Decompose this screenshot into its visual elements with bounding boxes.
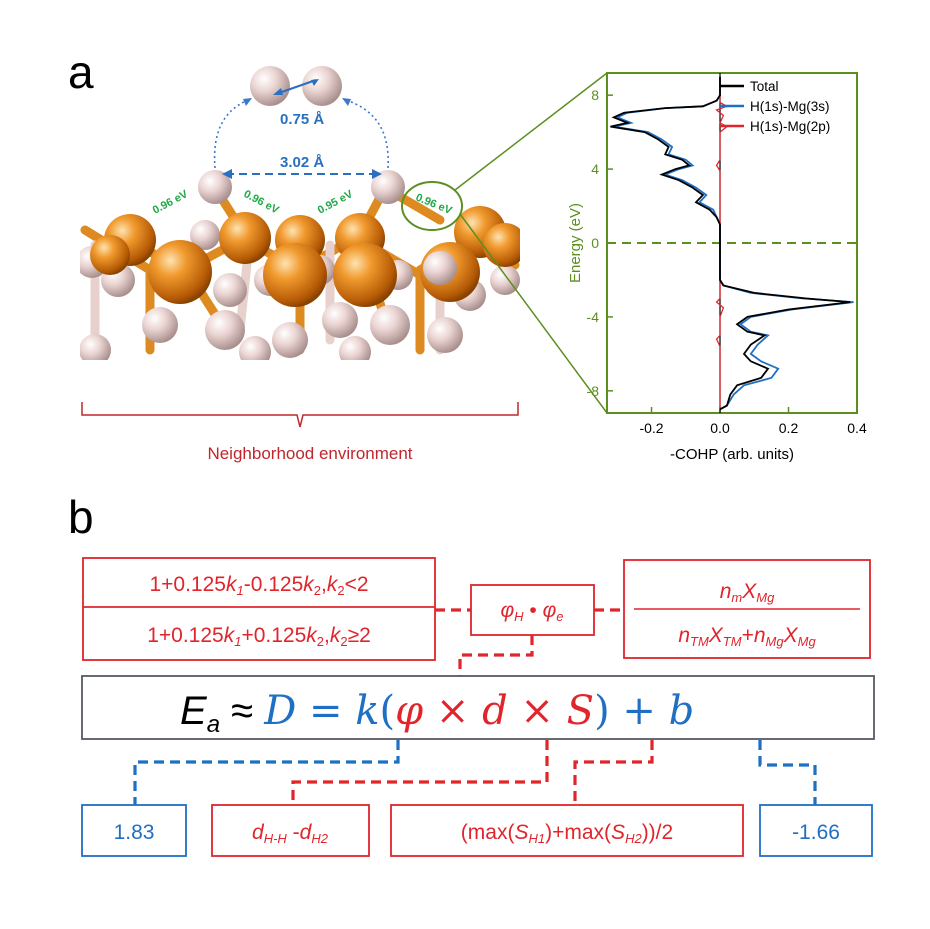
k-value-box [81,804,187,857]
neighborhood-bracket [81,402,519,428]
k-condition-low: 1+0.125k1-0.125k2,k2<2 [149,573,368,598]
series-line-2 [715,76,729,410]
h2-distance-label: 0.75 Å [280,111,324,128]
legend-label-2: H(1s)-Mg(2p) [750,119,830,134]
d-term: dH-H -dH2 [252,821,329,846]
zoom-line-bottom [459,213,608,414]
x-tick-label-3: 0.4 [847,420,867,436]
x-tick-label-2: 0.2 [779,420,799,436]
y-tick-label-4: -8 [587,383,600,399]
connectors-top [435,608,624,678]
s-term-box [390,804,744,857]
series-line-0 [610,76,851,411]
b-value-box [759,804,873,857]
main-equation: Ea ≈ D = k(φ × d × S) + b [180,688,694,738]
h2-bond-arrow [273,79,319,95]
y-tick-label-3: -4 [587,309,600,325]
hh-distance-label: 3.02 Å [280,154,324,171]
desorption-arrows [213,99,389,169]
b-value: -1.66 [792,821,840,844]
panel-b-label: b [68,491,94,543]
mg-h-slab-structure [80,183,520,360]
x-tick-label-1: 0.0 [710,420,730,436]
x-tick-label-0: -0.2 [639,420,663,436]
adsorbed-h-atoms [198,66,405,204]
equation-box [81,675,875,740]
y-tick-label-2: 0 [591,235,599,251]
fraction-denominator: nTMXTM+nMgXMg [678,624,816,649]
cohp-ylabel: Energy (eV) [567,203,584,283]
k-value: 1.83 [114,821,155,844]
bond-energy-1: 0.96 eV [151,188,191,217]
k-condition-boxes [82,557,436,661]
connectors-bottom [133,740,817,805]
phi-box [470,584,595,636]
y-tick-label-0: 8 [591,87,599,103]
legend-label-1: H(1s)-Mg(3s) [750,99,830,114]
phi-product: φH • φe [500,599,563,624]
k-condition-high: 1+0.125k1+0.125k2,k2≥2 [147,624,371,649]
d-term-box [211,804,370,857]
neighborhood-label: Neighborhood environment [207,444,412,463]
zoom-line-top [454,72,608,191]
bond-energy-3: 0.95 eV [316,188,356,217]
fraction-numerator: nmXMg [720,580,775,605]
zoom-ellipse [401,181,463,231]
series-line-1 [613,76,854,411]
legend-label-0: Total [750,79,779,94]
s-term: (max(SH1)+max(SH2))/2 [461,821,673,846]
panel-a-label: a [68,46,94,98]
cohp-xlabel: -COHP (arb. units) [670,446,794,463]
y-tick-label-1: 4 [591,161,599,177]
